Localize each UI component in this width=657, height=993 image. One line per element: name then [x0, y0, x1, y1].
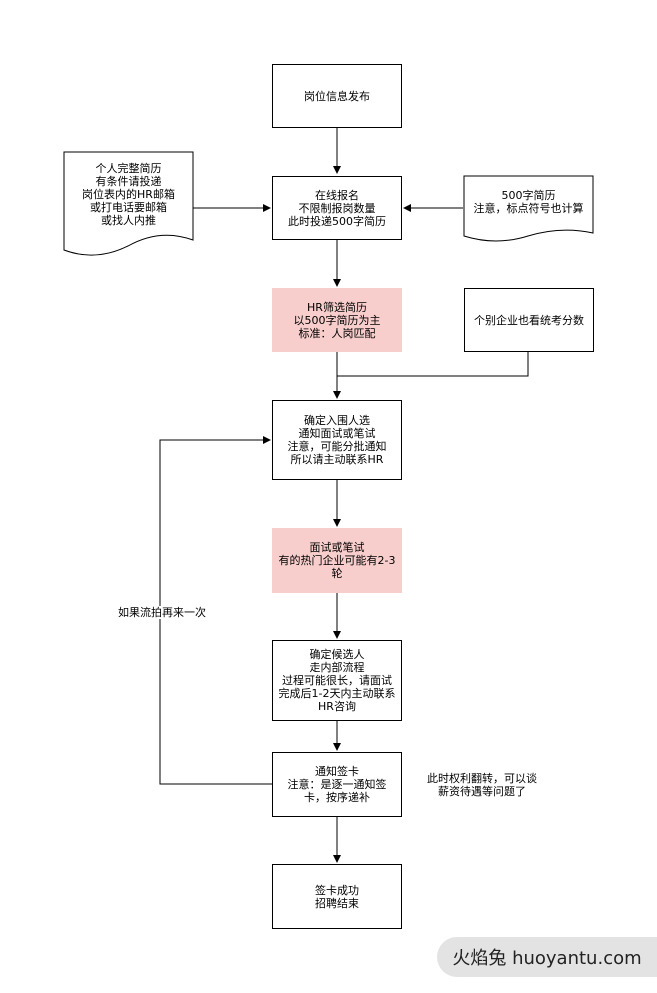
node-confirm: 确定入围人选 通知面试或笔试 注意，可能分批通知 所以请主动联系HR — [272, 400, 402, 480]
node-apply: 在线报名 不限制报岗数量 此时投递500字简历 — [272, 176, 402, 240]
node-right-doc-text: 500字简历 注意，标点符号也计算 — [473, 189, 584, 215]
node-notify: 通知签卡 注意：是逐一通知签 卡，按序递补 — [272, 752, 402, 817]
watermark: 火焰兔 huoyantu.com — [437, 937, 657, 977]
node-left-doc-text: 个人完整简历 有条件请投递 岗位表内的HR邮箱 或打电话要邮箱 或找人内推 — [82, 161, 175, 227]
line-exam-merge — [337, 352, 529, 377]
label-retry: 如果流拍再来一次 — [104, 606, 220, 619]
node-post: 岗位信息发布 — [272, 64, 402, 128]
node-candidate: 确定候选人 走内部流程 过程可能很长，请面试 完成后1-2天内主动联系 HR咨询 — [272, 640, 402, 721]
label-side-note: 此时权利翻转，可以谈 薪资待遇等问题了 — [427, 772, 537, 798]
node-exam-note: 个别企业也看统考分数 — [464, 288, 594, 352]
node-done: 签卡成功 招聘结束 — [272, 864, 402, 929]
left-doc-shape — [63, 151, 194, 256]
node-hr-screen: HR筛选简历 以500字简历为主 标准：人岗匹配 — [272, 288, 402, 352]
right-doc-shape — [463, 175, 594, 242]
node-interview: 面试或笔试 有的热门企业可能有2-3 轮 — [272, 528, 402, 593]
